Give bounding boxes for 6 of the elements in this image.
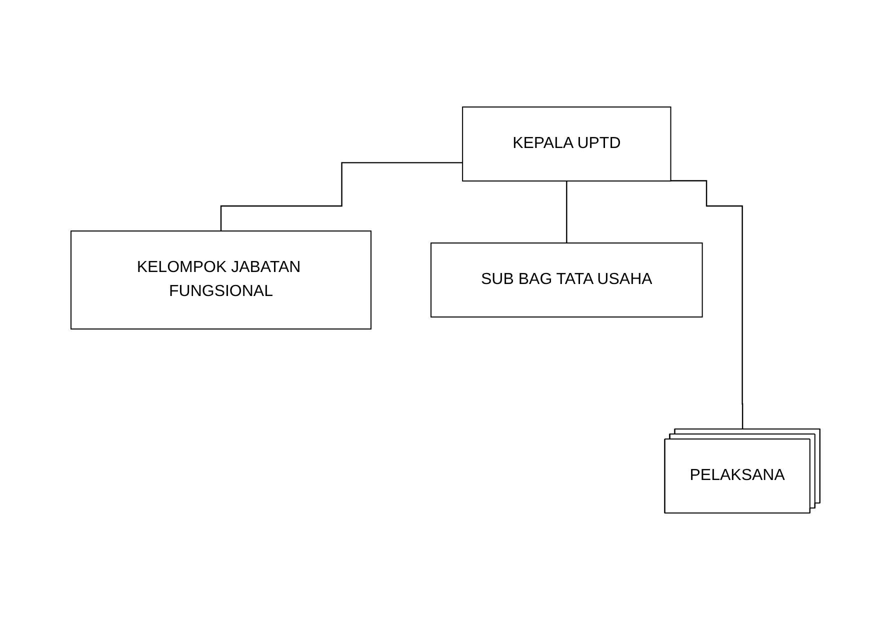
connector <box>670 180 744 430</box>
node-box: SUB BAG TATA USAHA <box>430 242 703 318</box>
node-box: KELOMPOK JABATAN FUNGSIONAL <box>70 230 372 330</box>
node-box: KEPALA UPTD <box>462 106 672 182</box>
connector <box>220 162 463 232</box>
connector <box>566 180 568 244</box>
